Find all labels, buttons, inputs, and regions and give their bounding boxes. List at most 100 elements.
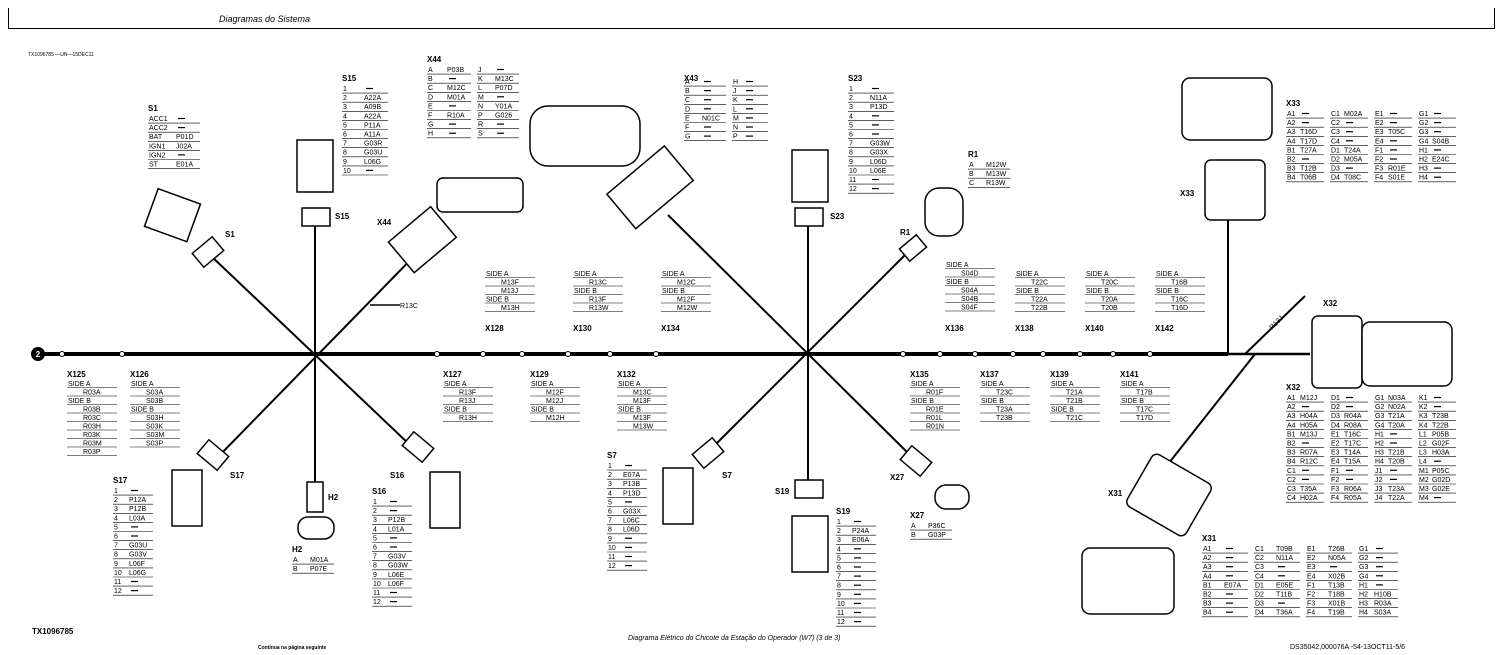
pin-id: 1 <box>849 86 853 93</box>
label-h2: H2 <box>328 493 339 502</box>
branch-r13j <box>1244 295 1306 355</box>
pin-id: 11 <box>837 610 844 617</box>
pin-id: 12 <box>608 563 616 570</box>
pin-id: H1 <box>1419 147 1428 154</box>
pin-id: J4 <box>1375 495 1383 502</box>
side-label: SIDE A <box>946 262 969 269</box>
wire-id: T08C <box>1344 175 1361 182</box>
wire-id: X01B <box>1328 601 1345 608</box>
connector-face-x43 <box>529 105 641 167</box>
label-s17: S17 <box>230 471 245 480</box>
wire-id: G026 <box>495 113 512 120</box>
wire-id: R03M <box>83 441 102 448</box>
pin-id: IGN2 <box>149 152 165 159</box>
pin-id: G <box>685 134 690 141</box>
pin-id: L2 <box>1419 441 1427 448</box>
side-label: SIDE B <box>1051 407 1074 414</box>
pin-id: 5 <box>608 499 612 506</box>
wire-id: G03X <box>623 509 641 516</box>
wire-id: M12C <box>677 280 696 287</box>
wire-id: M02A <box>1344 111 1363 118</box>
pin-id: M2 <box>1419 477 1429 484</box>
pin-id: J3 <box>1375 486 1383 493</box>
pin-id: G2 <box>1359 555 1368 562</box>
pin-table-title: X31 <box>1202 534 1217 543</box>
pin-id: B3 <box>1203 601 1212 608</box>
pin-id: C4 <box>1331 138 1340 145</box>
pin-id: E3 <box>1331 450 1340 457</box>
pin-id: C4 <box>1255 573 1264 580</box>
wire-id: L01A <box>388 526 405 533</box>
pin-id: B1 <box>1203 582 1212 589</box>
pin-id: D <box>685 106 690 113</box>
side-label: SIDE B <box>574 288 597 295</box>
wire-id: R12C <box>1300 459 1318 466</box>
wire-id: H04A <box>1300 413 1318 420</box>
side-label: SIDE A <box>531 381 554 388</box>
wire-id: P11A <box>364 122 381 129</box>
wire-id: S03P <box>146 441 163 448</box>
connector-s1 <box>191 235 225 269</box>
pin-id: G3 <box>1359 564 1368 571</box>
pin-id: 6 <box>849 132 853 139</box>
pin-id: D2 <box>1331 404 1340 411</box>
wire-id: P13B <box>623 481 640 488</box>
branch-x44-s17 <box>214 244 426 461</box>
pin-id: A <box>969 162 974 169</box>
wire-id: A22A <box>364 95 381 102</box>
pin-id: 9 <box>373 572 377 579</box>
wire-id: T13B <box>1328 582 1345 589</box>
figure-caption: Diagrama Elétrico do Chicote da Estação … <box>628 635 841 642</box>
splice-point <box>1077 351 1083 357</box>
wire-id: S03B <box>146 398 163 405</box>
pin-table-title: X33 <box>1286 99 1301 108</box>
wire-id: P12A <box>129 497 146 504</box>
connector-face-s1 <box>143 187 202 243</box>
wire-id: T14A <box>1344 450 1361 457</box>
wire-id: R01E <box>926 407 944 414</box>
label-x129: X129 <box>530 370 549 379</box>
wire-id: P13D <box>870 104 888 111</box>
pin-id: IGN1 <box>149 143 165 150</box>
pin-id: B3 <box>1287 450 1296 457</box>
pin-id: 4 <box>849 113 853 120</box>
pin-id: M3 <box>1419 486 1429 493</box>
connector-s16 <box>401 430 435 464</box>
splice-point <box>972 351 978 357</box>
connector-x33 <box>1204 159 1266 221</box>
wire-id: G03P <box>928 532 946 539</box>
connector-face-r1 <box>924 187 964 237</box>
side-label: SIDE B <box>1156 288 1179 295</box>
branch-s1-s16 <box>209 254 411 446</box>
pin-id: H2 <box>1375 441 1384 448</box>
pin-id: 4 <box>343 113 347 120</box>
pin-id: M1 <box>1419 468 1429 475</box>
wire-id: H02A <box>1300 495 1318 502</box>
wire-id: L06G <box>364 159 381 166</box>
wire-id: L06F <box>129 561 145 568</box>
wire-id: R01E <box>1388 166 1406 173</box>
connector-r1 <box>898 233 928 263</box>
side-label: SIDE A <box>1121 381 1144 388</box>
pin-id: E2 <box>1331 441 1340 448</box>
pin-id: C <box>685 97 690 104</box>
pin-id: M <box>733 115 739 122</box>
pin-id: D4 <box>1255 610 1264 617</box>
wire-id: M12J <box>1300 395 1317 402</box>
pin-id: 3 <box>837 537 841 544</box>
side-label: SIDE B <box>444 407 467 414</box>
wire-id: M13F <box>633 415 651 422</box>
pin-table-title: X27 <box>910 511 925 520</box>
label-x137: X137 <box>980 370 999 379</box>
pin-id: 5 <box>837 555 841 562</box>
side-label: SIDE A <box>486 271 509 278</box>
label-s15: S15 <box>335 212 350 221</box>
wire-id: T21B <box>1066 398 1083 405</box>
pin-table-title: H2 <box>292 545 303 554</box>
pin-table-title: S7 <box>607 451 617 460</box>
pin-id: 12 <box>114 588 122 595</box>
pin-id: 3 <box>373 517 377 524</box>
